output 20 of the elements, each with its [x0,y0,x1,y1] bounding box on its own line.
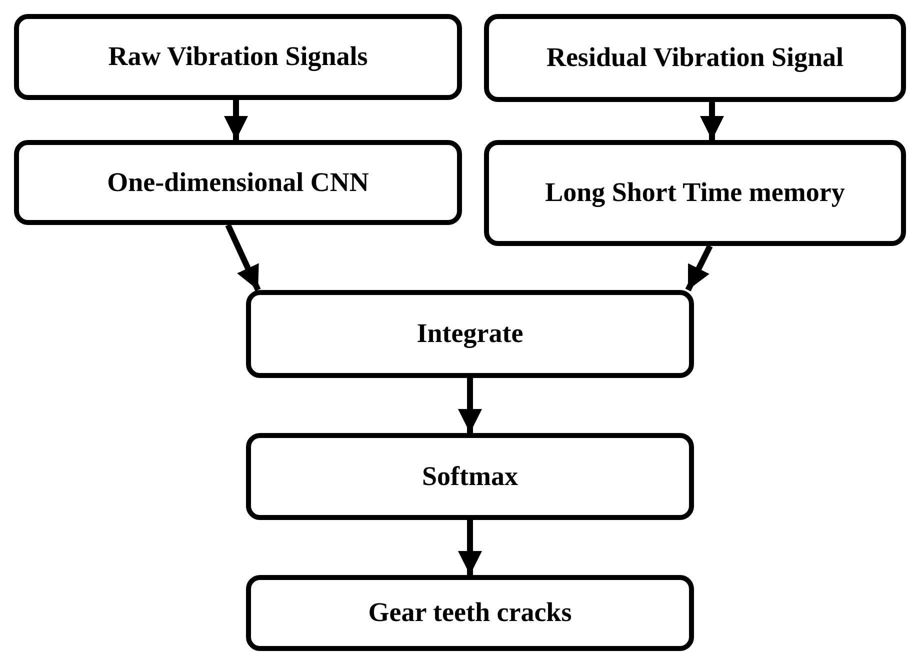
process-box [14,140,462,225]
box-label: Residual Vibration Signal [546,41,844,74]
arrow [225,224,261,292]
box-label: Raw Vibration Signals [108,40,368,74]
process-box [484,140,906,246]
arrow [700,102,724,140]
process-box [246,433,694,520]
arrow [685,244,713,292]
process-box [246,575,694,651]
box-label: Softmax [422,460,518,493]
box-label: Integrate [416,317,524,350]
box-label: One-dimensional CNN [107,166,369,199]
arrow [224,100,248,140]
arrow [458,520,482,575]
process-box [484,14,906,102]
box-label: Long Short Time memory [545,176,845,210]
box-label: Gear teeth cracks [368,596,572,630]
arrow [458,378,482,433]
process-box [14,14,462,100]
process-box [246,290,694,378]
